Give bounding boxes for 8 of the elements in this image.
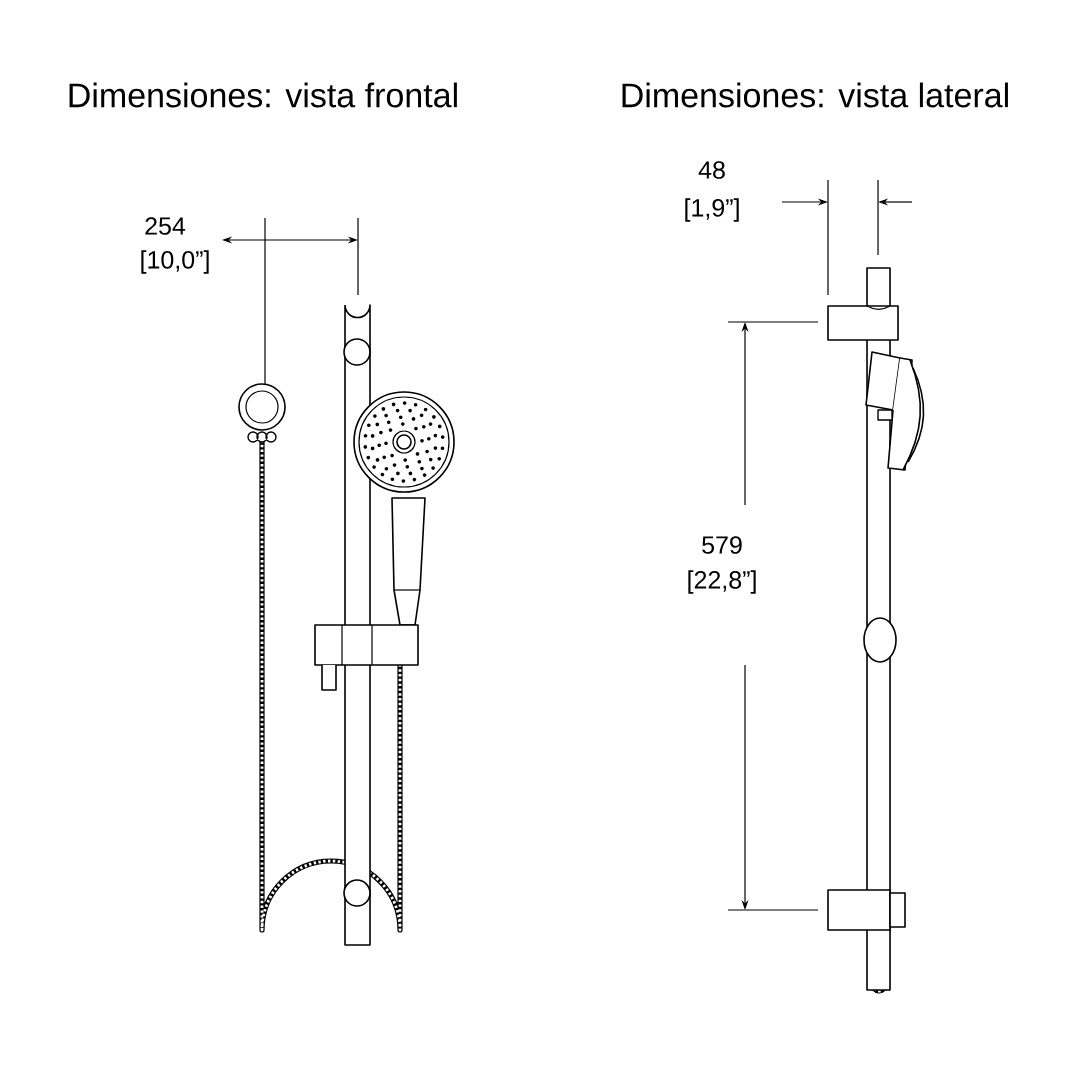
view-heading: Dimensiones: vista lateral (622, 82, 1008, 108)
dimension-text: [1,9”] (685, 198, 739, 222)
dimension-text: 48 (698, 161, 725, 179)
dimension-text: 579 (702, 536, 742, 554)
view-heading: Dimensiones: vista frontal (69, 82, 457, 108)
dimension-text: 254 (145, 217, 186, 235)
dimension-text: [10,0”] (141, 250, 209, 274)
dimension-text: [22,8”] (688, 570, 756, 594)
